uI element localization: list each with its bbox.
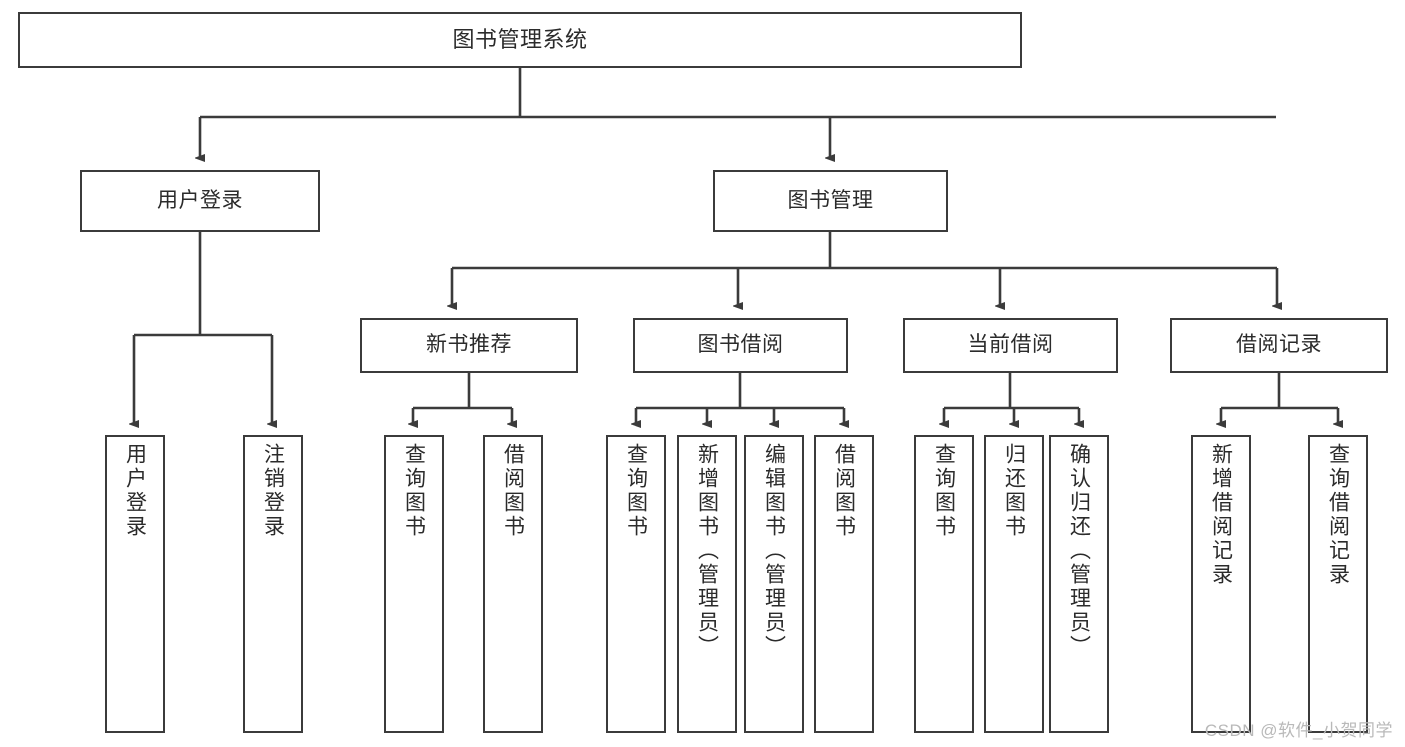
node-label: 借阅图书 — [501, 443, 525, 539]
node-root-system[interactable]: 图书管理系统 — [18, 12, 1022, 68]
leaf-records-query-record[interactable]: 查询借阅记录 — [1308, 435, 1368, 733]
node-current-borrow[interactable]: 当前借阅 — [903, 318, 1118, 373]
node-label: 查询图书 — [624, 443, 648, 539]
node-label: 编辑图书（管理员） — [762, 443, 786, 659]
leaf-borrow-edit-book-admin[interactable]: 编辑图书（管理员） — [744, 435, 804, 733]
node-label: 归还图书 — [1002, 443, 1026, 539]
node-label: 注销登录 — [261, 443, 285, 539]
leaf-user-login-logout[interactable]: 注销登录 — [243, 435, 303, 733]
node-borrow-records[interactable]: 借阅记录 — [1170, 318, 1388, 373]
leaf-current-return-book[interactable]: 归还图书 — [984, 435, 1044, 733]
leaf-borrow-add-book-admin[interactable]: 新增图书（管理员） — [677, 435, 737, 733]
node-label: 借阅图书 — [832, 443, 856, 539]
csdn-watermark: CSDN @软件_小贺同学 — [1204, 721, 1393, 740]
node-label: 查询借阅记录 — [1326, 443, 1350, 587]
node-label: 新书推荐 — [426, 333, 512, 357]
node-label: 图书管理系统 — [452, 27, 588, 53]
node-label: 图书借阅 — [697, 333, 784, 357]
leaf-recommend-borrow-book[interactable]: 借阅图书 — [483, 435, 543, 733]
leaf-borrow-query-book[interactable]: 查询图书 — [606, 435, 666, 733]
leaf-current-query-book[interactable]: 查询图书 — [914, 435, 974, 733]
leaf-records-add-record[interactable]: 新增借阅记录 — [1191, 435, 1251, 733]
node-new-book-recommend[interactable]: 新书推荐 — [360, 318, 578, 373]
node-label: 借阅记录 — [1236, 333, 1322, 357]
node-book-borrow[interactable]: 图书借阅 — [633, 318, 848, 373]
leaf-current-confirm-return-admin[interactable]: 确认归还（管理员） — [1049, 435, 1109, 733]
node-label: 用户登录 — [123, 443, 147, 539]
leaf-user-login-login[interactable]: 用户登录 — [105, 435, 165, 733]
node-label: 当前借阅 — [967, 333, 1054, 357]
node-book-management[interactable]: 图书管理 — [713, 170, 948, 232]
node-label: 图书管理 — [787, 188, 874, 212]
node-label: 确认归还（管理员） — [1067, 443, 1091, 659]
node-label: 查询图书 — [932, 443, 956, 539]
node-label: 新增图书（管理员） — [695, 443, 719, 659]
leaf-borrow-borrow-book[interactable]: 借阅图书 — [814, 435, 874, 733]
node-label: 新增借阅记录 — [1209, 443, 1233, 587]
leaf-recommend-query-book[interactable]: 查询图书 — [384, 435, 444, 733]
node-label: 用户登录 — [157, 188, 243, 212]
node-user-login[interactable]: 用户登录 — [80, 170, 320, 232]
node-label: 查询图书 — [402, 443, 426, 539]
